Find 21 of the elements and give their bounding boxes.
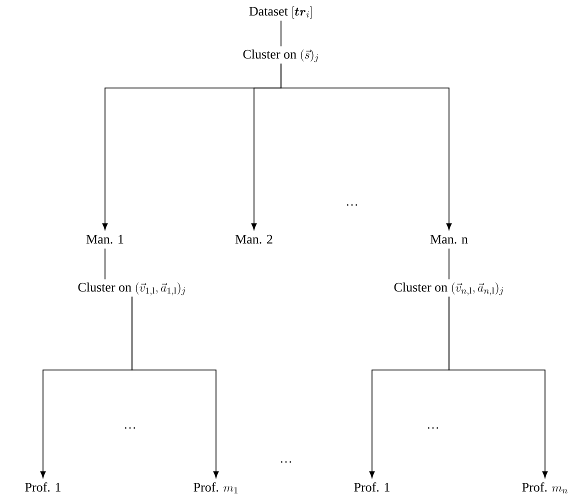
- node-label: Man. n: [430, 234, 468, 244]
- node-label: $\text{Prof. } m_1$: [194, 482, 238, 494]
- ellipsis: …: [346, 204, 358, 206]
- node-label: $\text{Prof. } m_n$: [522, 482, 568, 494]
- connector: [448, 296, 548, 478]
- node-label: $\text{Cluster on } (\vec{v}_{1,\mathrm{l}}, \vec{a}_{1,\mathrm{l}})_j$: [78, 282, 186, 296]
- node-label: Prof. 1: [354, 482, 390, 492]
- ellipsis: …: [428, 427, 438, 429]
- connector: [280, 63, 452, 230]
- node-label: $\text{Cluster on } (\vec{v}_{n,\mathrm{l}}, \vec{a}_{n,\mathrm{l}})_j$: [394, 282, 504, 296]
- node-label: $\text{Dataset } [\boldsymbol{tr}_i]$: [249, 6, 312, 18]
- node-label: Man. 2: [235, 234, 272, 244]
- connector: [280, 20, 282, 47]
- node-label: $\text{Cluster on } (\vec{s})_j$: [243, 49, 318, 62]
- ellipsis: …: [280, 461, 292, 463]
- ellipsis: …: [124, 427, 136, 429]
- node-label: Man. 1: [86, 234, 124, 244]
- connector: [132, 296, 219, 478]
- connector: [104, 248, 106, 280]
- node-label: Prof. 1: [25, 482, 60, 492]
- connector: [448, 248, 450, 280]
